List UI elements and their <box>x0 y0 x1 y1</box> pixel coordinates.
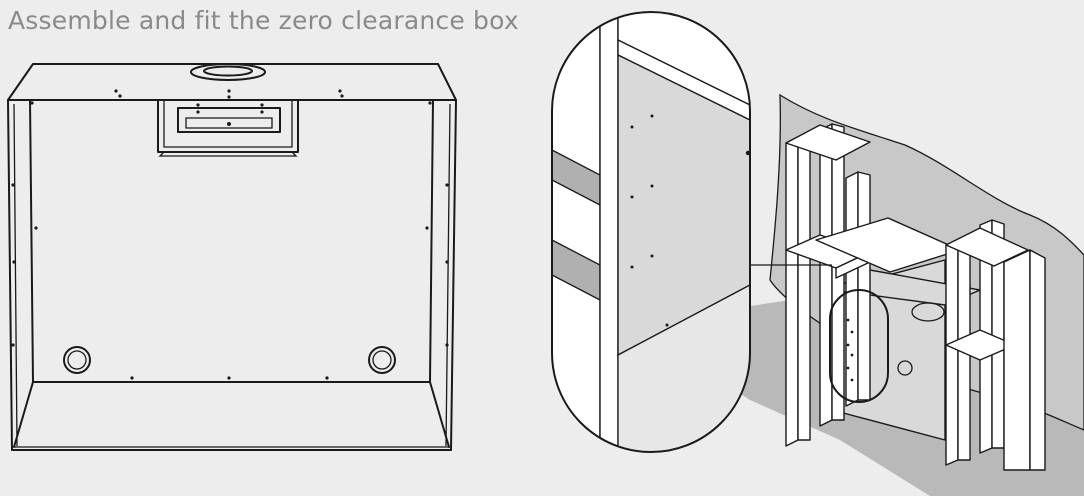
detail-callout-oval <box>829 289 889 403</box>
knockout-hole-right <box>368 346 396 374</box>
detail-magnifier <box>551 11 751 453</box>
box-left-side-inner <box>13 103 18 447</box>
flue-collar-inner <box>203 65 253 77</box>
magnifier-outline <box>551 11 751 453</box>
box-top-plate <box>7 63 457 101</box>
knockout-hole <box>897 360 913 376</box>
flue-hole <box>911 302 945 322</box>
stud-frame-installation-view <box>660 93 1084 496</box>
instruction-title: Assemble and fit the zero clearance box <box>8 6 519 35</box>
knockout-hole-left <box>63 346 91 374</box>
flue-collar-outer <box>190 63 266 81</box>
timber-stud-frame-left <box>785 123 961 447</box>
box-left-side <box>7 99 13 451</box>
box-right-side <box>450 99 457 451</box>
box-back-panel <box>29 99 434 383</box>
zero-clearance-box-front-view <box>7 63 457 451</box>
heat-outlet-box <box>157 99 299 157</box>
box-screw-holes <box>11 89 449 380</box>
timber-stud-frame-right <box>945 219 1046 471</box>
box-right-side-inner <box>445 103 451 447</box>
